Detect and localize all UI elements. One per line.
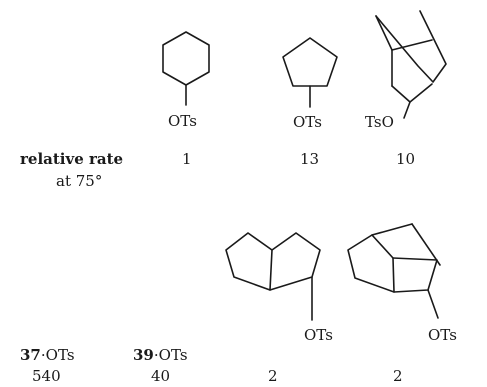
compound-37-suffix: ·OTs: [41, 346, 75, 364]
rate-bicyclooctyl: 2: [268, 367, 278, 385]
compound-39-suffix: ·OTs: [154, 346, 188, 364]
rate-cyclopentyl: 13: [300, 150, 319, 168]
cyclopentyl-substituent: OTs: [293, 113, 322, 131]
tricyclic-structure: [347, 223, 441, 319]
rate-compound-39: 40: [151, 367, 170, 385]
compound-39-label: 39·OTs: [133, 346, 188, 364]
bicyclooctyl-structure: [225, 232, 321, 321]
rate-compound-37: 540: [32, 367, 61, 385]
bicyclic-substituent: TsO: [365, 113, 394, 131]
compound-37-label: 37·OTs: [20, 346, 75, 364]
rate-caption-line1: relative rate: [20, 150, 123, 168]
rate-caption-line2: at 75°: [56, 172, 102, 190]
compound-39-number: 39: [133, 346, 154, 364]
bicyclooctyl-substituent: OTs: [304, 326, 333, 344]
compound-37-number: 37: [20, 346, 41, 364]
rate-tricyclic: 2: [393, 367, 403, 385]
tricyclic-substituent: OTs: [428, 326, 457, 344]
cyclohexyl-structure: [162, 31, 210, 106]
rate-bicyclic: 10: [396, 150, 415, 168]
cyclopentyl-structure: [282, 37, 338, 108]
cyclohexyl-substituent: OTs: [168, 112, 197, 130]
bicyclic-structure: [375, 10, 447, 119]
rate-cyclohexyl: 1: [182, 150, 192, 168]
